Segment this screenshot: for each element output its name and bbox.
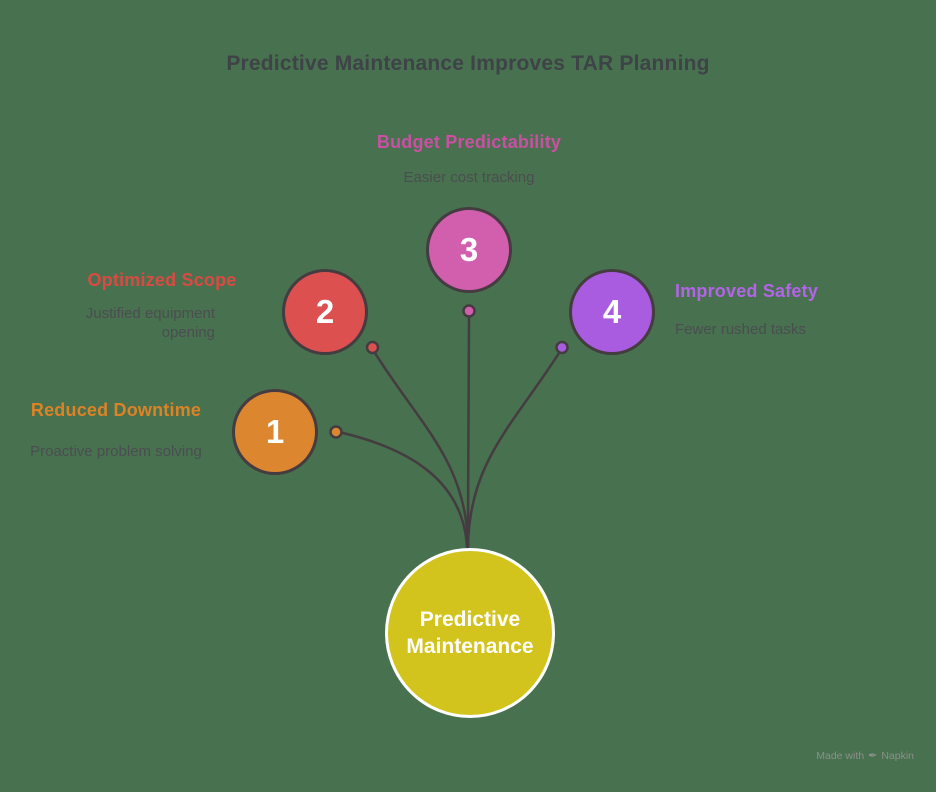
node-1-number: 1 [265, 413, 285, 450]
watermark-text: Made with [816, 749, 865, 762]
pen-icon: ✒ [868, 750, 878, 762]
node-3-number: 3 [459, 231, 479, 268]
node-1-description: Proactive problem solving [30, 443, 202, 460]
node-4-circle: 4 [569, 269, 655, 355]
curve-node-2 [373, 351, 470, 549]
central-node-circle: Predictive Maintenance [385, 548, 555, 718]
node-2-description: Justified equipment opening [85, 305, 215, 341]
node-1-circle: 1 [232, 389, 318, 475]
curve-node-1 [341, 431, 469, 549]
node-3-description: Easier cost tracking [403, 169, 535, 186]
node-2-number: 2 [315, 293, 335, 330]
node-3-heading: Budget Predictability [376, 132, 562, 152]
node-4-heading: Improved Safety [675, 281, 819, 301]
anchor-dot-node-1 [329, 425, 343, 439]
node-2-heading: Optimized Scope [87, 270, 237, 290]
anchor-dot-node-4 [555, 340, 569, 355]
node-2-circle: 2 [282, 269, 368, 355]
curve-node-4 [466, 351, 561, 549]
page-title: Predictive Maintenance Improves TAR Plan… [226, 52, 710, 75]
central-node-label: Predictive Maintenance [406, 608, 534, 658]
anchor-dot-node-2 [365, 340, 380, 355]
watermark-brand: Napkin [881, 749, 914, 762]
curve-node-3 [466, 316, 471, 549]
anchor-dot-node-3 [462, 304, 476, 318]
node-4-description: Fewer rushed tasks [675, 321, 806, 338]
watermark: Made with ✒ Napkin [816, 749, 914, 763]
node-1-heading: Reduced Downtime [30, 400, 202, 420]
node-4-number: 4 [602, 293, 622, 330]
node-3-circle: 3 [426, 207, 512, 293]
